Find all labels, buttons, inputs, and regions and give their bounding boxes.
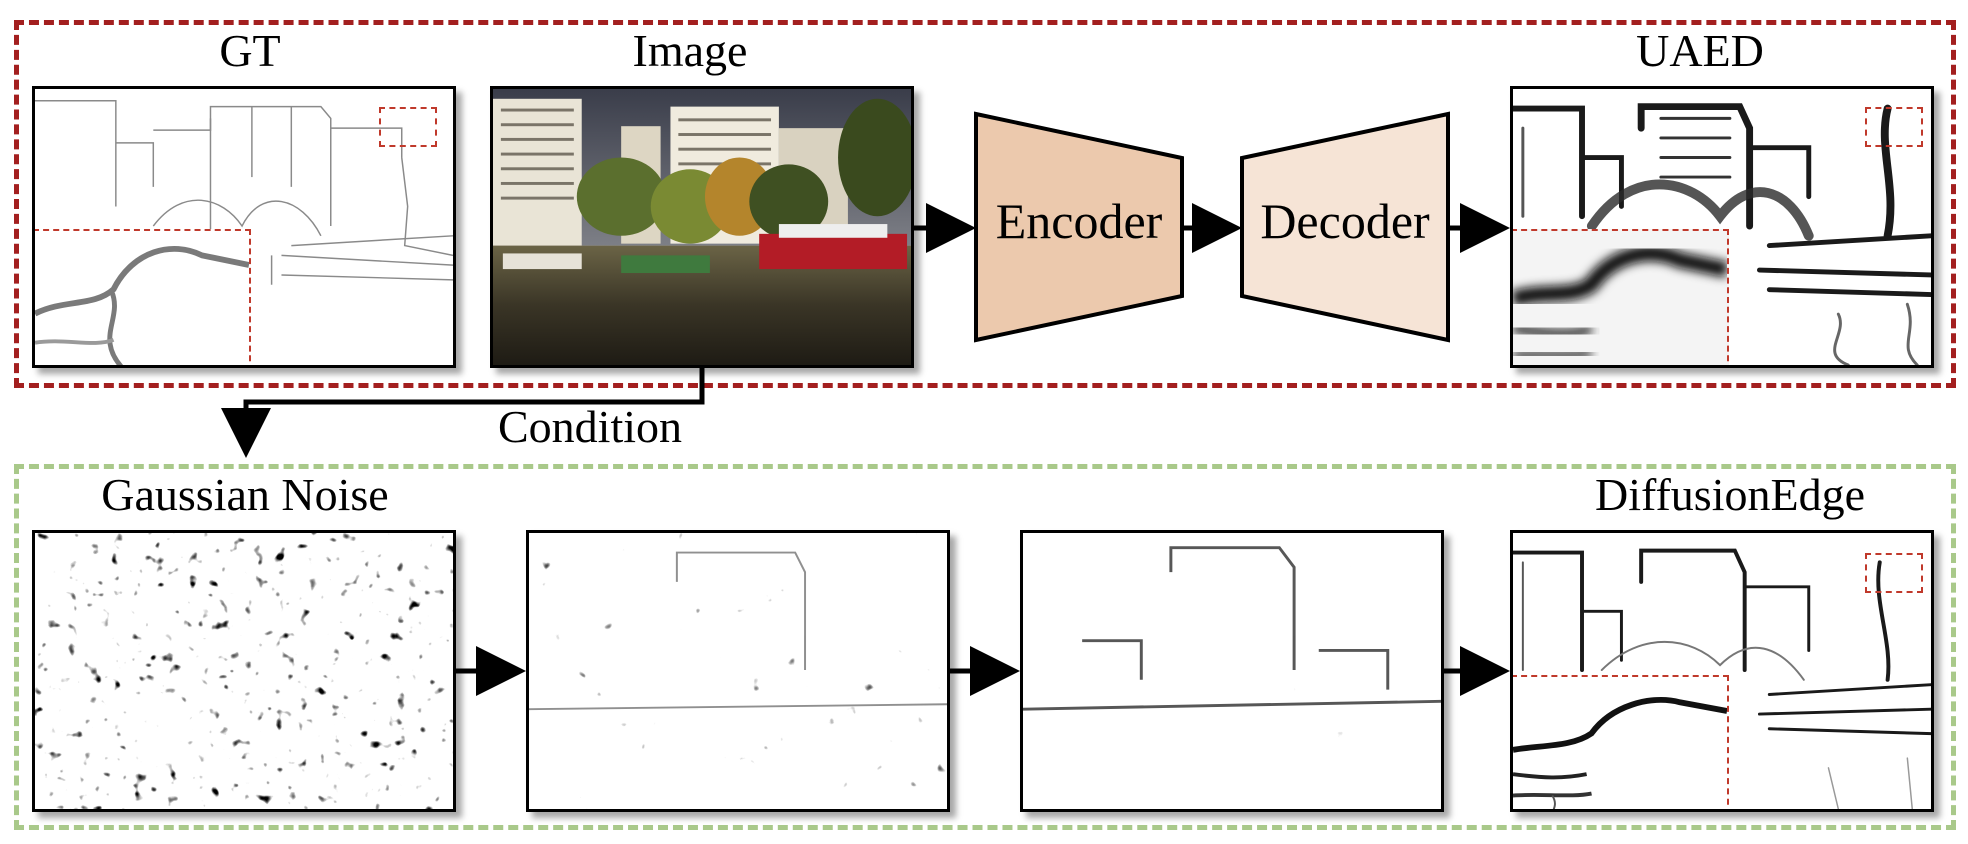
gt-zoom-inset [35,229,251,365]
diffusion-edge-output-panel [1510,530,1934,812]
gaussian-noise-label: Gaussian Noise [101,469,389,520]
diffusion-zoom-target [1865,553,1923,593]
uaed-label: UAED [1636,25,1764,76]
image-label: Image [632,25,748,76]
gt-zoom-target [379,107,437,147]
noise-panel-step-1 [526,530,950,812]
uaed-edge-map [1513,103,1931,365]
uaed-output-panel [1510,86,1934,368]
harbor-photo [493,89,911,365]
gt-edge-panel [32,86,456,368]
noise-panel-step-0 [32,530,456,812]
diffusion-zoom-inset [1513,675,1729,809]
top-group-box [14,20,1956,388]
diffusion-edge-map [1513,548,1931,809]
bottom-group-box [14,464,1956,830]
uaed-zoom-inset [1513,229,1729,365]
noise-panel-step-2 [1020,530,1444,812]
diffusion-edge-label: DiffusionEdge [1594,469,1865,520]
partially-denoised-texture [529,533,947,809]
gt-label: GT [219,25,281,76]
mostly-denoised-texture [1023,533,1441,809]
uaed-zoom-target [1865,107,1923,147]
input-image-panel [490,86,914,368]
gaussian-noise-texture [35,533,453,809]
condition-label: Condition [497,401,683,452]
